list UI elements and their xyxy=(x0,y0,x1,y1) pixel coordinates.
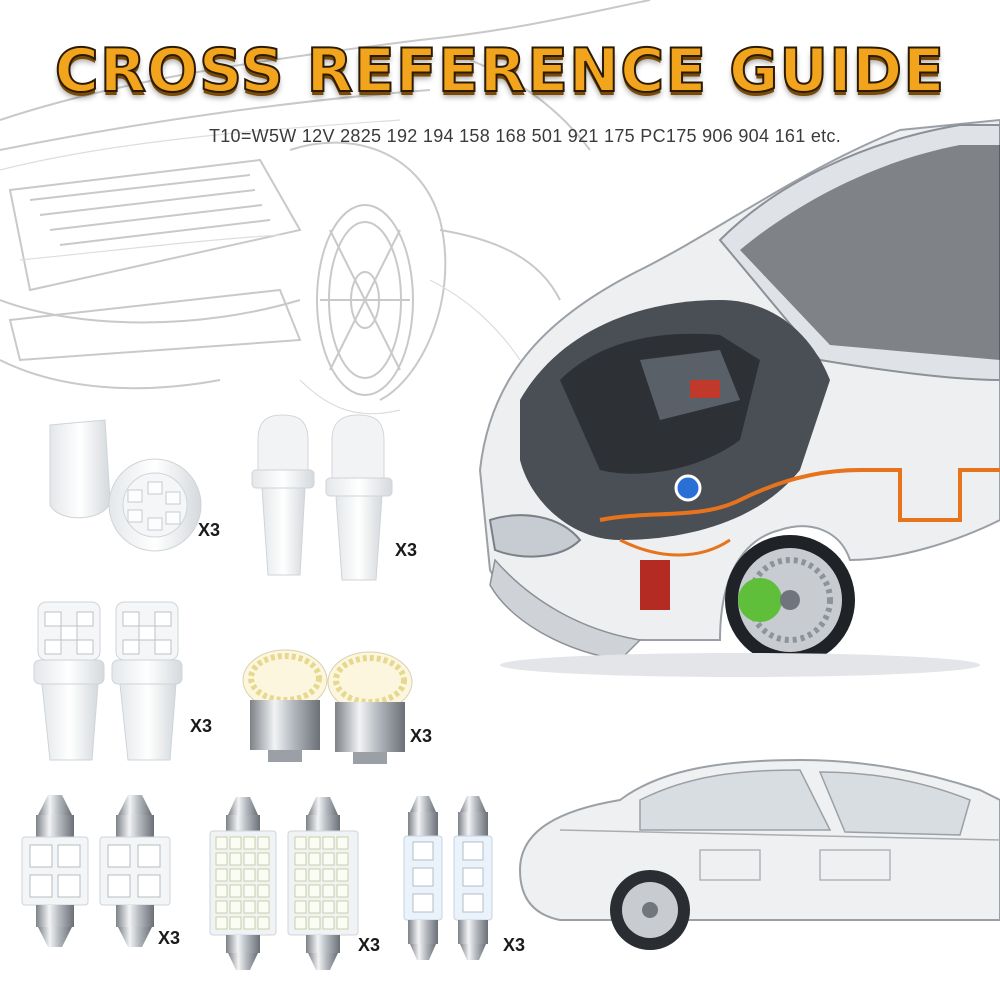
smd-led-chip xyxy=(294,868,307,882)
smd-led-chip xyxy=(257,900,270,914)
smd-led-chip xyxy=(229,852,242,866)
smd-led-chip xyxy=(215,900,228,914)
smd-led-chip xyxy=(229,900,242,914)
smd-led-chip xyxy=(243,916,256,930)
smd-led-chip xyxy=(215,852,228,866)
quantity-label-t10-5smd: X3 xyxy=(190,716,213,736)
t10-5smd-bulbs xyxy=(33,601,183,761)
smd-led-chip xyxy=(229,868,242,882)
festoon-24smd-bulbs xyxy=(209,797,359,970)
cross-reference-list: T10=W5W 12V 2825 192 194 158 168 501 921… xyxy=(208,126,842,146)
smd-led-chip xyxy=(243,900,256,914)
quantity-label-festoon-24smd: X3 xyxy=(358,935,381,955)
smd-led-chip xyxy=(308,868,321,882)
smd-led-chip xyxy=(336,900,349,914)
smd-led-chip xyxy=(308,900,321,914)
quantity-label-festoon-4smd: X3 xyxy=(158,928,181,948)
smd-led-chip xyxy=(322,900,335,914)
smd-led-chip xyxy=(294,836,307,850)
smd-led-chip xyxy=(215,884,228,898)
smd-led-chip xyxy=(322,868,335,882)
smd-led-chip xyxy=(322,916,335,930)
smd-led-chip xyxy=(308,852,321,866)
smd-led-chip xyxy=(336,836,349,850)
smd-led-chip xyxy=(215,836,228,850)
smd-led-chip xyxy=(257,868,270,882)
smd-led-chip xyxy=(229,916,242,930)
smd-led-chip xyxy=(336,916,349,930)
smd-led-chip xyxy=(336,884,349,898)
smd-led-chip xyxy=(243,884,256,898)
quantity-label-ba15s-22smd: X3 xyxy=(410,726,433,746)
smd-led-chip xyxy=(308,916,321,930)
smd-led-chip xyxy=(322,836,335,850)
smd-led-chip xyxy=(229,884,242,898)
smd-led-chip xyxy=(322,852,335,866)
festoon-3smd-bulbs xyxy=(403,796,493,960)
festoon-4smd-bulbs xyxy=(21,795,171,947)
smd-led-chip xyxy=(294,900,307,914)
page-title: CROSS REFERENCE GUIDE xyxy=(54,35,946,107)
smd-led-chip xyxy=(257,916,270,930)
ba15s-22smd-bulbs xyxy=(242,649,413,764)
quantity-label-t10-6smd: X3 xyxy=(198,520,221,540)
smd-led-chip xyxy=(243,868,256,882)
t10-dome-bulbs xyxy=(251,414,393,581)
smd-led-chip xyxy=(257,836,270,850)
smd-led-chip xyxy=(257,852,270,866)
smd-led-chip xyxy=(243,852,256,866)
smd-led-chip xyxy=(243,836,256,850)
smd-led-chip xyxy=(322,884,335,898)
smd-led-chip xyxy=(294,916,307,930)
quantity-label-festoon-3smd: X3 xyxy=(503,935,526,955)
smd-led-chip xyxy=(257,884,270,898)
smd-led-chip xyxy=(336,868,349,882)
smd-led-chip xyxy=(229,836,242,850)
t10-6smd-bulbs xyxy=(49,419,202,552)
smd-led-chip xyxy=(215,868,228,882)
smd-led-chip xyxy=(308,884,321,898)
quantity-label-t10-dome: X3 xyxy=(395,540,418,560)
smd-led-chip xyxy=(294,852,307,866)
festoon-24smd-led-grid xyxy=(215,836,349,930)
smd-led-chip xyxy=(336,852,349,866)
smd-led-chip xyxy=(308,836,321,850)
smd-led-chip xyxy=(294,884,307,898)
smd-led-chip xyxy=(215,916,228,930)
